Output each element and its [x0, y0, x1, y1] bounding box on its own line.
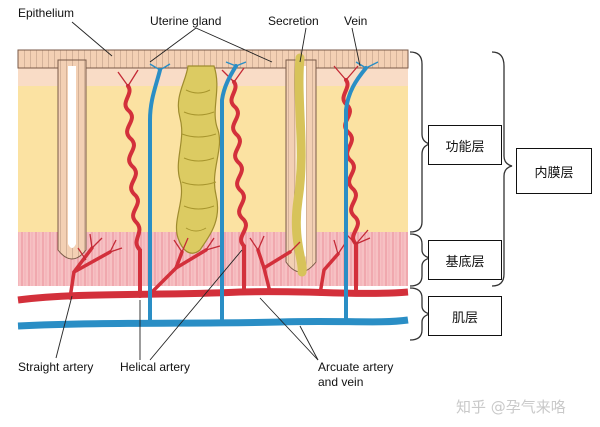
- gland-folds: [181, 89, 217, 232]
- box-functional-layer: 功能层: [428, 125, 502, 165]
- label-secretion: Secretion: [268, 14, 319, 28]
- pointer-lines: [55, 21, 361, 361]
- label-arcuate-artery: Arcuate artery: [318, 360, 394, 374]
- arcuate-vein: [17, 316, 409, 330]
- label-arcuate-vein: and vein: [318, 375, 364, 389]
- veins: [148, 64, 368, 326]
- label-epithelium: Epithelium: [18, 6, 75, 20]
- gland-secretion: [291, 53, 307, 277]
- label-uterine-gland: Uterine gland: [150, 14, 222, 28]
- uterine-gland: [175, 65, 221, 254]
- box-myometrium: 肌层: [428, 296, 502, 336]
- vein-branches: [149, 61, 379, 71]
- straight-arteries: [68, 246, 340, 300]
- label-helical-artery: Helical artery: [120, 360, 191, 374]
- label-vein: Vein: [344, 14, 368, 28]
- arcuate-artery: [17, 288, 409, 304]
- label-straight-artery: Straight artery: [18, 360, 94, 374]
- box-basal-layer: 基底层: [428, 240, 502, 280]
- watermark: 知乎 @孕气来咯: [456, 398, 566, 416]
- box-endometrium: 内膜层: [516, 148, 592, 194]
